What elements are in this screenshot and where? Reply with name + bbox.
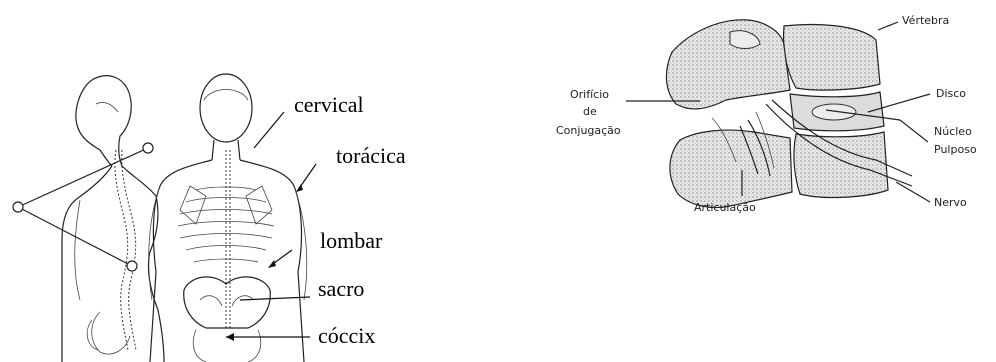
back-view-body [148, 73, 308, 362]
label-toracica: torácica [336, 143, 406, 168]
label-coccix: cóccix [318, 323, 375, 348]
label-articulacao: Articulação [694, 201, 756, 214]
label-disco: Disco [936, 87, 966, 100]
side-view-body [12, 75, 165, 362]
label-orificio-3: Conjugação [556, 124, 621, 137]
label-cervical: cervical [294, 92, 364, 117]
label-orificio-2: de [583, 105, 597, 118]
label-nucleo-2: Pulposo [934, 143, 977, 156]
left-leader-lines [226, 111, 317, 341]
label-sacro: sacro [318, 276, 364, 301]
right-leader-lines [626, 21, 931, 203]
left-labels: cervical torácica lombar sacro cóccix [294, 92, 406, 348]
vertebra-detail-drawing [665, 19, 913, 209]
label-nucleo-1: Núcleo [934, 125, 972, 138]
label-orificio-1: Orifício [570, 88, 609, 101]
right-labels: Vértebra Disco Núcleo Pulposo Nervo Orif… [556, 14, 977, 214]
label-lombar: lombar [320, 228, 383, 253]
label-nervo: Nervo [934, 196, 967, 209]
label-vertebra: Vértebra [902, 14, 949, 27]
